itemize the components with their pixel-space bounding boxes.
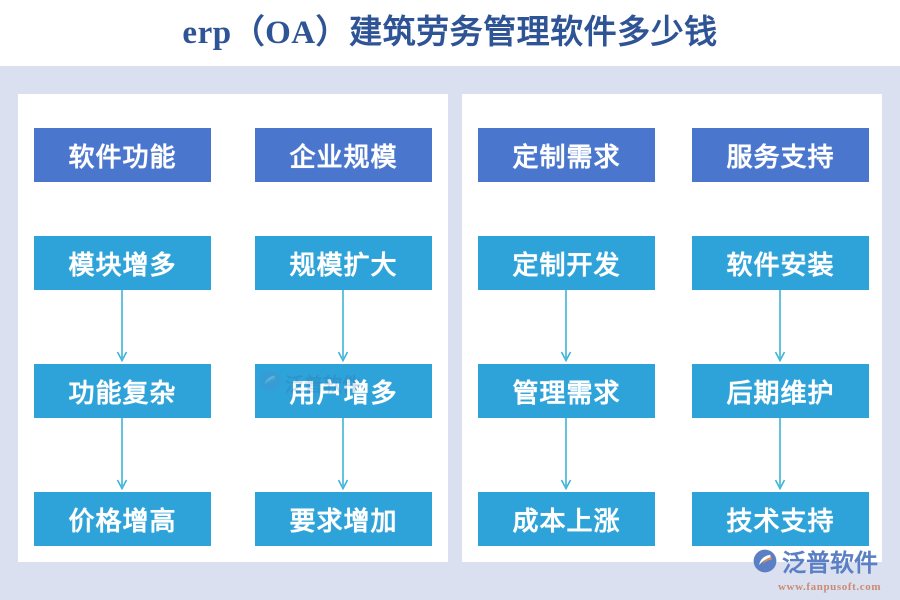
node-step-software-install[interactable]: 软件安装 [692,236,869,290]
brand-logo: 泛普软件 www.fanpusoft.com [752,548,892,593]
fanpu-swoosh-logo-icon [752,548,778,579]
brand-row: 泛普软件 [752,548,878,579]
node-header-custom-demand[interactable]: 定制需求 [478,128,655,182]
node-step-custom-development[interactable]: 定制开发 [478,236,655,290]
node-header-service-support[interactable]: 服务支持 [692,128,869,182]
node-step-function-complex[interactable]: 功能复杂 [34,364,211,418]
title-band: erp（OA）建筑劳务管理软件多少钱 [0,0,900,66]
node-header-software-function[interactable]: 软件功能 [34,128,211,182]
node-step-later-maintenance[interactable]: 后期维护 [692,364,869,418]
node-step-management-demand[interactable]: 管理需求 [478,364,655,418]
node-step-more-requirements[interactable]: 要求增加 [255,492,432,546]
page-title: erp（OA）建筑劳务管理软件多少钱 [182,14,718,51]
node-step-technical-support[interactable]: 技术支持 [692,492,869,546]
node-step-module-increase[interactable]: 模块增多 [34,236,211,290]
brand-name: 泛普软件 [782,550,878,577]
node-step-more-users[interactable]: 用户增多 [255,364,432,418]
node-header-enterprise-scale[interactable]: 企业规模 [255,128,432,182]
node-step-cost-rise[interactable]: 成本上涨 [478,492,655,546]
brand-url: www.fanpusoft.com [778,581,882,593]
node-step-scale-expand[interactable]: 规模扩大 [255,236,432,290]
node-step-price-higher[interactable]: 价格增高 [34,492,211,546]
